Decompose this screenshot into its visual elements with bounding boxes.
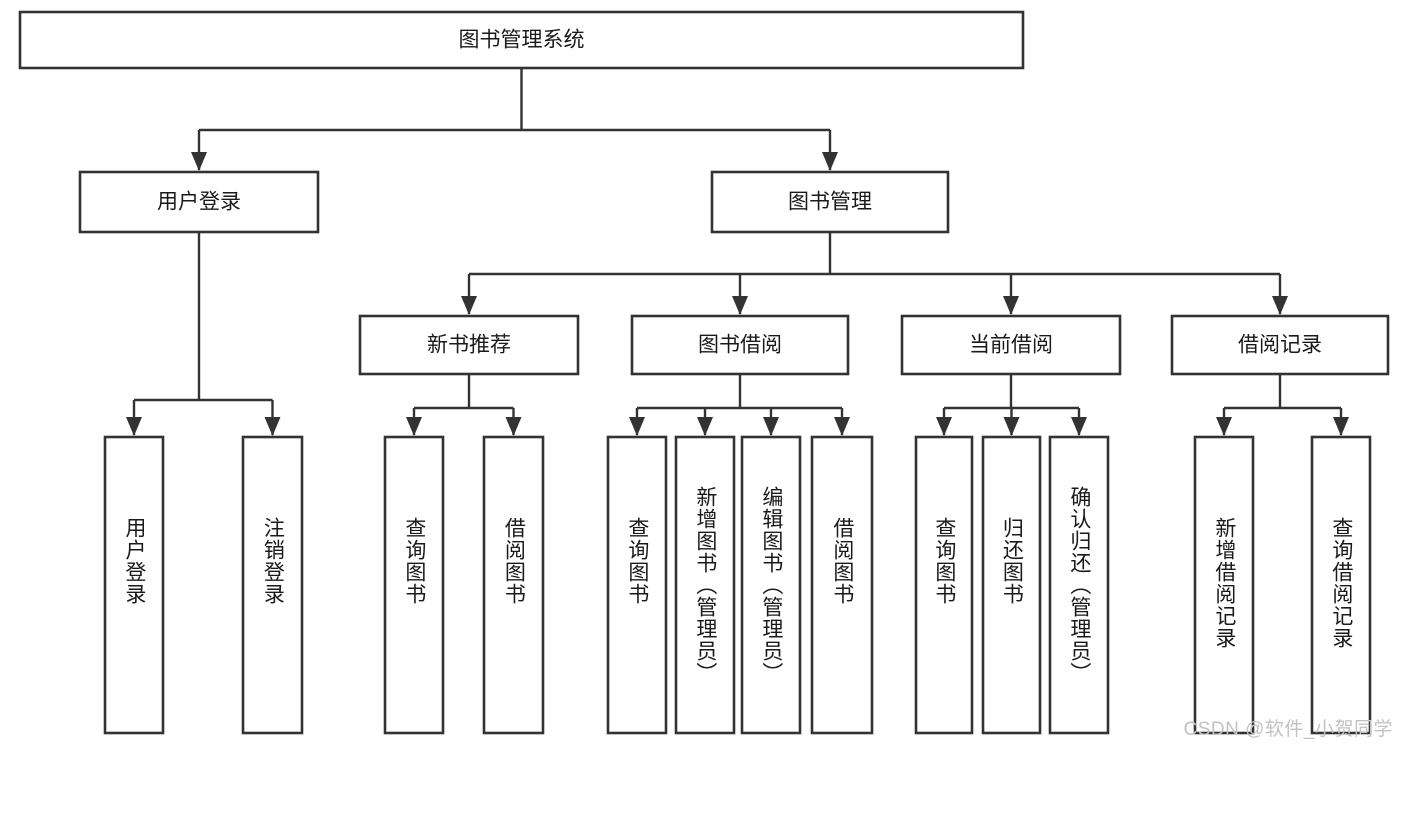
node-leaf-user-login-rect	[103, 435, 165, 735]
node-leaf-query-book-rec-rect	[383, 435, 445, 735]
node-leaf-user-login[interactable]	[103, 435, 165, 735]
node-book-borrow[interactable]: 图书借阅	[630, 314, 850, 376]
node-root-book-management-system-label: 图书管理系统	[459, 29, 585, 52]
node-book-manage[interactable]: 图书管理	[710, 170, 950, 234]
node-leaf-add-book-rect	[674, 435, 736, 735]
node-book-borrow-rect	[630, 314, 850, 376]
node-root-book-management-system-rect	[18, 10, 1025, 70]
connector-lines	[126, 68, 1349, 436]
node-new-book-rec[interactable]: 新书推荐	[358, 314, 580, 376]
node-leaf-query-book-c[interactable]	[914, 435, 974, 735]
node-leaf-add-record[interactable]	[1193, 435, 1255, 735]
node-leaf-query-record-rect	[1310, 435, 1372, 735]
node-leaf-query-book-rec[interactable]	[383, 435, 445, 735]
node-root-book-management-system[interactable]: 图书管理系统	[18, 10, 1025, 70]
node-leaf-borrow-book-rec-rect	[482, 435, 545, 735]
node-leaf-borrow-book-rec[interactable]	[482, 435, 545, 735]
node-leaf-edit-book-rect	[740, 435, 802, 735]
node-leaf-query-book-b-rect	[606, 435, 668, 735]
node-user-login-label: 用户登录	[157, 191, 241, 214]
node-leaf-return-book[interactable]	[981, 435, 1042, 735]
node-leaf-query-book-c-rect	[914, 435, 974, 735]
node-current-borrow[interactable]: 当前借阅	[900, 314, 1122, 376]
node-user-login[interactable]: 用户登录	[78, 170, 320, 234]
watermark-text: CSDN @软件_小贺同学	[1183, 719, 1393, 740]
node-book-borrow-label: 图书借阅	[698, 334, 782, 357]
node-leaf-edit-book[interactable]	[740, 435, 802, 735]
node-borrow-record-label: 借阅记录	[1238, 334, 1322, 357]
node-book-manage-rect	[710, 170, 950, 234]
node-leaf-add-book[interactable]	[674, 435, 736, 735]
node-leaf-query-book-b[interactable]	[606, 435, 668, 735]
node-leaf-return-book-rect	[981, 435, 1042, 735]
node-leaf-borrow-book-b[interactable]	[810, 435, 874, 735]
node-book-manage-label: 图书管理	[788, 191, 872, 214]
node-leaf-confirm-return[interactable]	[1048, 435, 1110, 735]
node-leaf-add-record-rect	[1193, 435, 1255, 735]
node-current-borrow-rect	[900, 314, 1122, 376]
node-new-book-rec-rect	[358, 314, 580, 376]
node-leaf-logout[interactable]	[241, 435, 304, 735]
node-leaf-borrow-book-b-rect	[810, 435, 874, 735]
node-new-book-rec-label: 新书推荐	[427, 334, 511, 357]
node-leaf-query-record[interactable]	[1310, 435, 1372, 735]
node-current-borrow-label: 当前借阅	[969, 334, 1053, 357]
node-borrow-record[interactable]: 借阅记录	[1170, 314, 1390, 376]
flowchart-diagram: 图书管理系统用户登录图书管理新书推荐图书借阅当前借阅借阅记录 用户登录注销登录查…	[18, 10, 1393, 740]
node-leaf-confirm-return-rect	[1048, 435, 1110, 735]
node-leaf-logout-rect	[241, 435, 304, 735]
node-user-login-rect	[78, 170, 320, 234]
node-borrow-record-rect	[1170, 314, 1390, 376]
